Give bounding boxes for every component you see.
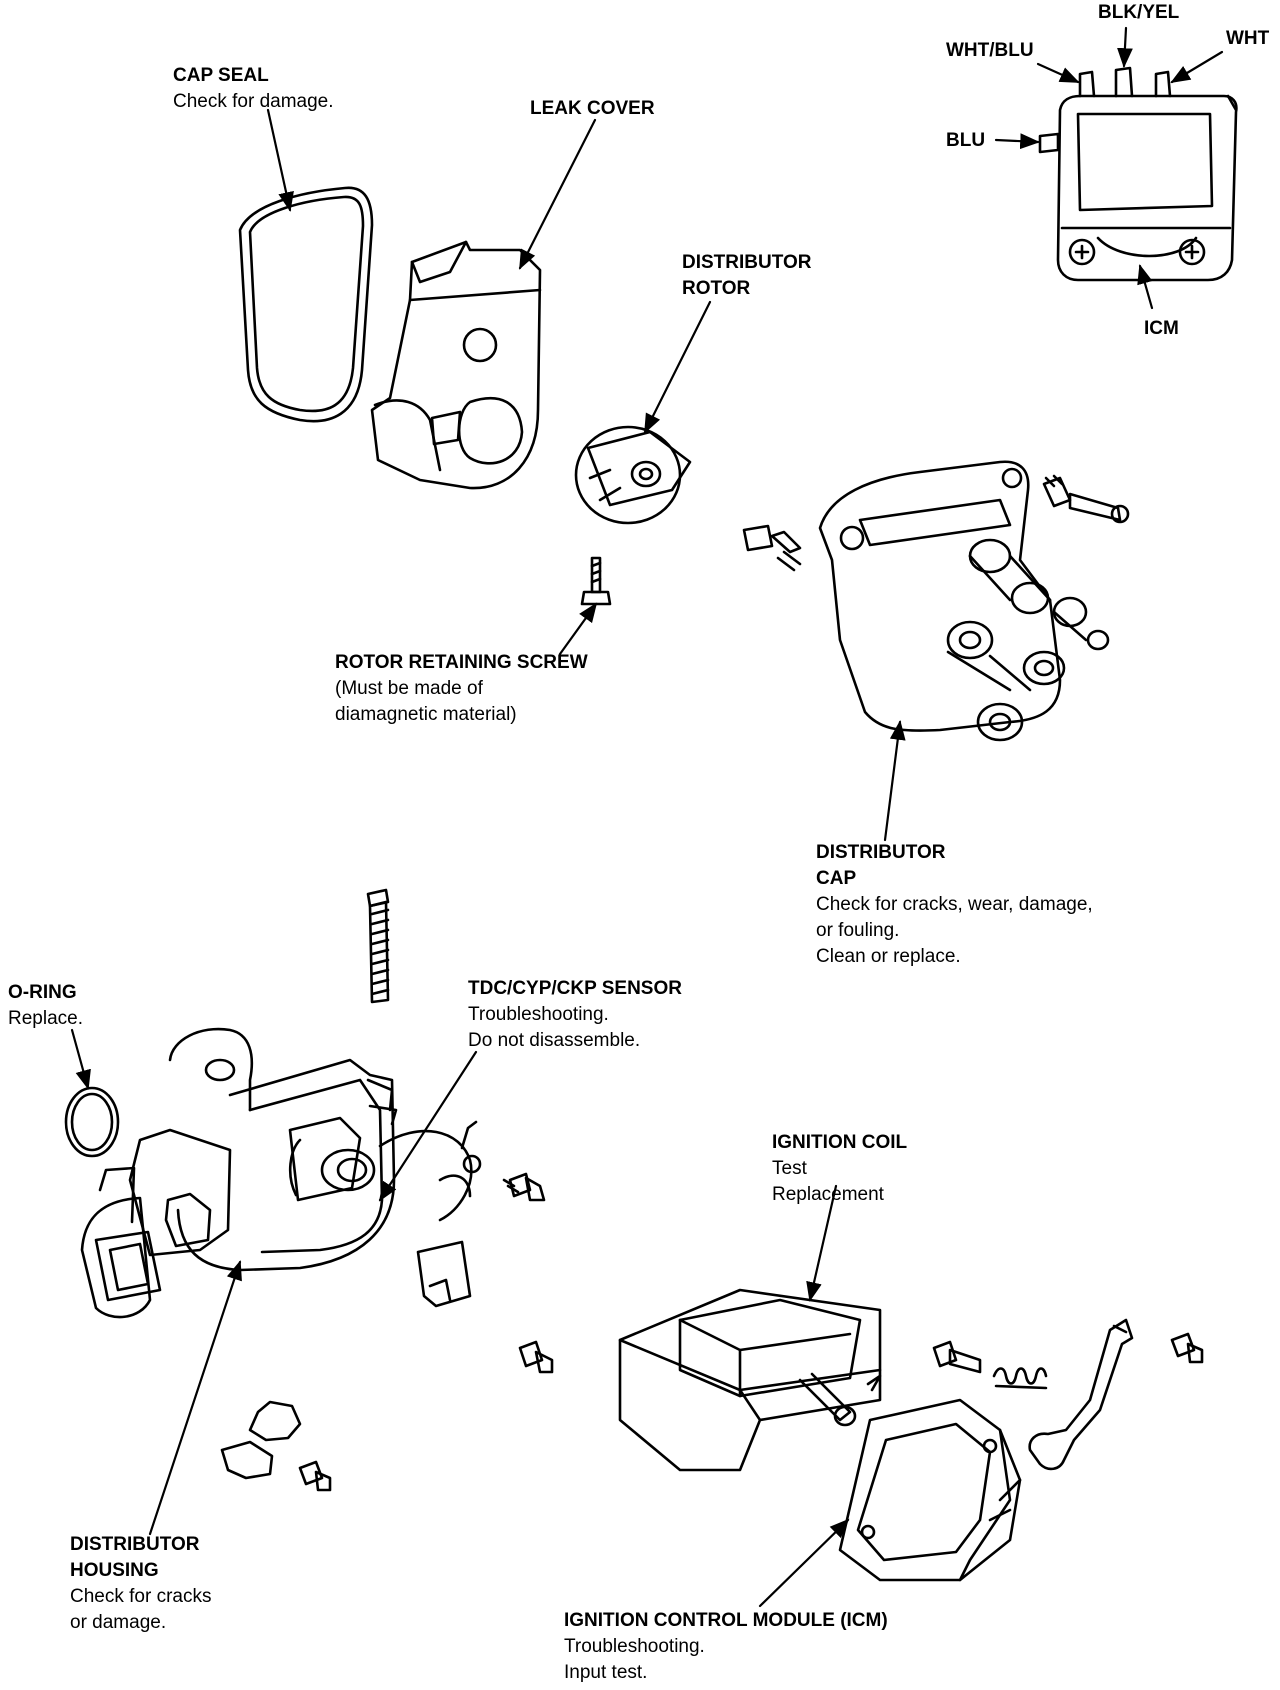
- distributor-cap-title-2: CAP: [816, 868, 857, 889]
- arrow-distributor-rotor: [643, 300, 712, 434]
- arrow-leak-cover: [518, 118, 597, 270]
- distributor-rotor-title-1: DISTRIBUTOR: [682, 252, 812, 273]
- wire-wht-label: WHT: [1226, 28, 1270, 49]
- arrow-distributor-housing: [148, 1260, 242, 1536]
- ignition-coil-label: IGNITION COIL Test Replacement: [772, 1130, 907, 1208]
- arrow-distributor-cap: [883, 720, 906, 842]
- arrow-wire-blu: [994, 133, 1040, 150]
- icm-inset-drawing: [1038, 66, 1238, 282]
- wire-blu-label: BLU: [946, 130, 986, 151]
- leader-arrows: [70, 26, 1224, 1608]
- tdc-sensor-desc-1: Troubleshooting.: [468, 1004, 609, 1025]
- cap-seal-title: CAP SEAL: [173, 65, 269, 86]
- ignition-coil-desc-1: Test: [772, 1158, 807, 1179]
- distributor-rotor-title-2: ROTOR: [682, 278, 751, 299]
- arrow-rotor-screw: [558, 602, 598, 656]
- rotor-screw-drawing: [580, 556, 612, 606]
- o-ring-label: O-RING Replace.: [8, 980, 83, 1032]
- icm-label: IGNITION CONTROL MODULE (ICM) Troublesho…: [564, 1608, 888, 1686]
- distributor-housing-title-1: DISTRIBUTOR: [70, 1534, 200, 1555]
- tdc-sensor-label: TDC/CYP/CKP SENSOR Troubleshooting. Do n…: [468, 976, 682, 1054]
- cap-seal-desc: Check for damage.: [173, 91, 334, 112]
- icm-title: IGNITION CONTROL MODULE (ICM): [564, 1610, 888, 1631]
- wire-wht-blu-label: WHT/BLU: [946, 40, 1034, 61]
- o-ring-drawing: [64, 1086, 120, 1158]
- ignition-coil-desc-2: Replacement: [772, 1184, 884, 1205]
- tdc-sensor-desc-2: Do not disassemble.: [468, 1030, 641, 1051]
- arrow-cap-seal: [266, 108, 294, 212]
- rotor-screw-label: ROTOR RETAINING SCREW (Must be made of d…: [335, 650, 588, 728]
- distributor-cap-desc-1: Check for cracks, wear, damage,: [816, 894, 1093, 915]
- distributor-cap-title-1: DISTRIBUTOR: [816, 842, 946, 863]
- arrow-wire-wht: [1170, 50, 1224, 84]
- wire-blk-yel-label: BLK/YEL: [1098, 2, 1180, 23]
- arrow-tdc-sensor: [378, 1050, 478, 1202]
- icm-desc-1: Troubleshooting.: [564, 1636, 705, 1657]
- distributor-rotor-drawing: [574, 425, 692, 525]
- leak-cover-drawing: [370, 240, 542, 490]
- arrow-wire-wht-blu: [1036, 62, 1080, 84]
- rotor-screw-desc-1: (Must be made of: [335, 678, 483, 699]
- icm-module-drawing: [838, 1398, 1022, 1582]
- o-ring-title: O-RING: [8, 982, 77, 1003]
- distributor-housing-title-2: HOUSING: [70, 1560, 159, 1581]
- distributor-housing-desc-2: or damage.: [70, 1612, 167, 1633]
- tdc-sensor-title: TDC/CYP/CKP SENSOR: [468, 978, 682, 999]
- icm-desc-2: Input test.: [564, 1662, 648, 1683]
- ignition-coil-drawing: [618, 1288, 1204, 1472]
- rotor-screw-desc-2: diamagnetic material): [335, 704, 517, 725]
- distributor-cap-drawing: [742, 460, 1130, 742]
- cap-seal-label: CAP SEAL Check for damage.: [173, 63, 334, 115]
- distributor-cap-desc-3: Clean or replace.: [816, 946, 961, 967]
- cap-seal-drawing: [238, 186, 374, 423]
- arrow-o-ring: [70, 1028, 91, 1090]
- distributor-cap-desc-2: or fouling.: [816, 920, 900, 941]
- leak-cover-label: LEAK COVER: [530, 96, 655, 122]
- distributor-rotor-label: DISTRIBUTOR ROTOR: [682, 250, 811, 302]
- arrow-icm-inset: [1137, 264, 1154, 310]
- arrow-icm: [758, 1518, 850, 1608]
- arrow-wire-blk-yel: [1117, 26, 1133, 68]
- rotor-screw-title: ROTOR RETAINING SCREW: [335, 652, 588, 673]
- ignition-coil-title: IGNITION COIL: [772, 1132, 908, 1153]
- distributor-cap-label: DISTRIBUTOR CAP Check for cracks, wear, …: [816, 840, 1093, 970]
- distributor-housing-desc-1: Check for cracks: [70, 1586, 212, 1607]
- arrow-ignition-coil: [806, 1184, 838, 1302]
- o-ring-desc: Replace.: [8, 1008, 83, 1029]
- distributor-housing-label: DISTRIBUTOR HOUSING Check for cracks or …: [70, 1532, 211, 1636]
- leak-cover-title: LEAK COVER: [530, 98, 655, 119]
- icm-inset-label: ICM: [1144, 318, 1179, 339]
